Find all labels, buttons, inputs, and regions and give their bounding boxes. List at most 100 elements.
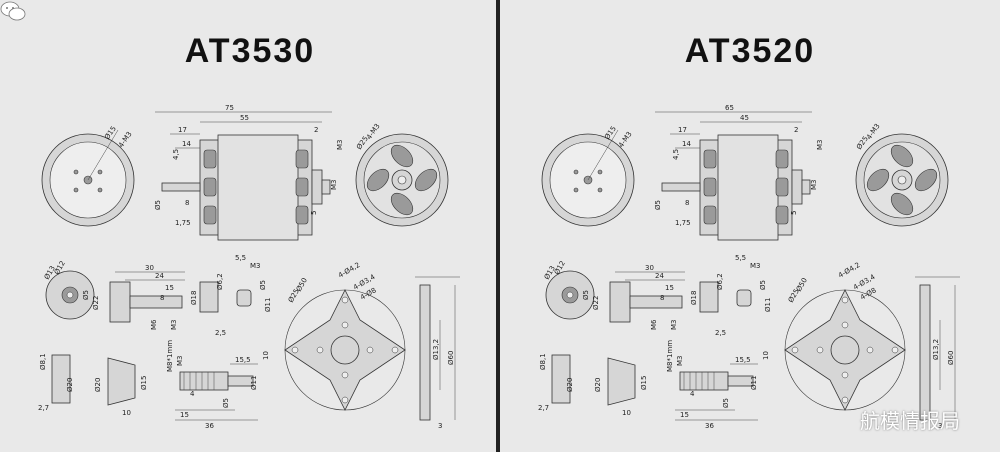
dim-label: Ø6,2 — [716, 273, 724, 290]
dim-label: 15,5 — [235, 356, 251, 364]
dim-label: Ø5 — [222, 398, 230, 408]
dim-label: Ø13,2 — [432, 339, 440, 360]
dim-label: M3 — [330, 180, 338, 191]
dim-label: Ø15 — [640, 376, 648, 390]
wechat-icon — [0, 1, 26, 21]
dim-label: M3 — [810, 180, 818, 191]
dim-label: Ø18 — [690, 291, 698, 305]
dim-label: Ø22 — [92, 296, 100, 310]
left-panel-title: AT3530 — [184, 32, 316, 70]
dim-label: 2 — [794, 126, 798, 134]
dim-label: Ø5 — [654, 200, 662, 210]
dim-label: Ø11 — [750, 376, 758, 390]
dim-label: 4-Ø4,2 — [337, 261, 361, 280]
dim-label: 75 — [225, 104, 234, 112]
dim-label: Ø5 — [259, 280, 267, 290]
dim-label: Ø5 — [154, 200, 162, 210]
dim-label: Ø5 — [759, 280, 767, 290]
dim-label: 8 — [185, 199, 189, 207]
dim-label: 5 — [310, 211, 318, 215]
dim-label: 5,5 — [735, 254, 746, 262]
watermark-text: 航模情报局 — [860, 409, 960, 433]
dim-label: 4 — [190, 390, 195, 398]
dim-label: 24 — [655, 272, 664, 280]
dim-label: Ø15 — [103, 125, 118, 141]
dim-label: 5 — [790, 211, 798, 215]
dim-label: 3 — [438, 422, 442, 430]
dim-label: Ø20 — [566, 378, 574, 392]
panel-divider — [496, 0, 500, 452]
dim-label: 55 — [240, 114, 249, 122]
dim-label: Ø13,2 — [932, 339, 940, 360]
dim-label: 4-Ø4,2 — [837, 261, 861, 280]
dim-label: M3 — [816, 140, 824, 151]
dim-label: 15 — [680, 411, 689, 419]
dim-label: 30 — [645, 264, 654, 272]
dim-label: 4-Ø8 — [359, 286, 378, 301]
dim-label: 2,5 — [715, 329, 726, 337]
dim-label: M8*1mm — [166, 340, 174, 372]
dim-label: 17 — [178, 126, 187, 134]
dim-label: Ø15 — [603, 125, 618, 141]
dim-label: 8 — [160, 294, 164, 302]
dim-label: 2 — [314, 126, 318, 134]
dim-label: Ø8,1 — [39, 353, 47, 370]
dim-label: Ø11 — [264, 298, 272, 312]
dim-label: M3 — [336, 140, 344, 151]
dim-label: 3 — [938, 422, 942, 430]
dim-label: 1,75 — [175, 219, 191, 227]
dim-label: Ø11 — [764, 298, 772, 312]
dim-label: 65 — [725, 104, 734, 112]
dim-label: M3 — [676, 356, 684, 367]
dim-label: 14 — [682, 140, 691, 148]
dim-label: 36 — [705, 422, 714, 430]
dim-label: 4 — [690, 390, 695, 398]
dim-label: 1,75 — [675, 219, 691, 227]
dim-label: M6 — [150, 319, 158, 330]
dim-label: 15,5 — [735, 356, 751, 364]
dim-label: Ø6,2 — [216, 273, 224, 290]
dim-label: 10 — [122, 409, 131, 417]
dim-label: 2,7 — [38, 404, 49, 412]
dim-label: Ø60 — [447, 351, 455, 365]
collet-cone: Ø20 Ø15 10 — [94, 357, 148, 417]
dim-label: 17 — [678, 126, 687, 134]
dim-label: Ø15 — [140, 376, 148, 390]
dim-label: 5,5 — [235, 254, 246, 262]
dim-label: M6 — [650, 319, 658, 330]
dim-label: M3 — [750, 262, 761, 270]
dim-label: 45 — [740, 114, 749, 122]
dim-label: 24 — [155, 272, 164, 280]
dim-label: 4,5 — [672, 149, 680, 160]
dim-label: Ø20 — [94, 378, 102, 392]
dim-label: 10 — [622, 409, 631, 417]
dim-label: 4-M3 — [117, 130, 134, 149]
dim-label: M3 — [176, 356, 184, 367]
dim-label: Ø8,1 — [539, 353, 547, 370]
dim-label: 2,5 — [215, 329, 226, 337]
dim-label: 10 — [262, 351, 270, 360]
dim-label: Ø18 — [190, 291, 198, 305]
dim-label: 10 — [762, 351, 770, 360]
dim-label: Ø20 — [594, 378, 602, 392]
dim-label: 14 — [182, 140, 191, 148]
